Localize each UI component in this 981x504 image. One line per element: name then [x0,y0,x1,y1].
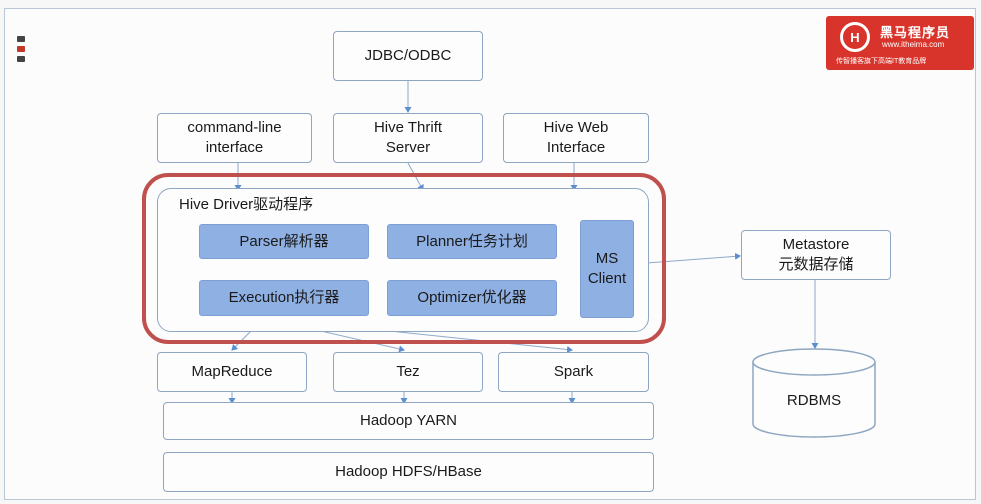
dot-icon [17,46,25,52]
mapreduce-box: MapReduce [157,352,307,392]
hadoop-hdfs-hbase-box: Hadoop HDFS/HBase [163,452,654,492]
execution-component: Execution执行器 [199,280,369,316]
ms-client-component: MS Client [580,220,634,318]
rdbms-database-icon [752,348,876,438]
planner-component: Planner任务计划 [387,224,557,259]
spark-box: Spark [498,352,649,392]
horse-logo-icon: H [840,22,870,52]
brand-name: 黑马程序员 [880,25,951,40]
hive-thrift-server-box: Hive Thrift Server [333,113,483,163]
rdbms-label: RDBMS [786,392,842,409]
hadoop-yarn-box: Hadoop YARN [163,402,654,440]
brand-url: www.itheima.com [882,40,945,49]
jdbc-odbc-box: JDBC/ODBC [333,31,483,81]
arrow-msclient-metastore [633,252,741,265]
driver-highlight-frame [142,173,666,344]
parser-component: Parser解析器 [199,224,369,259]
brand-slogan: 传智播客旗下高端IT教育品牌 [836,58,927,65]
brand-logo: H 黑马程序员 www.itheima.com 传智播客旗下高端IT教育品牌 [826,16,974,70]
tez-box: Tez [333,352,483,392]
metastore-box: Metastore 元数据存储 [741,230,891,280]
hive-driver-title: Hive Driver驱动程序 [179,196,314,213]
command-line-interface-box: command-line interface [157,113,312,163]
optimizer-component: Optimizer优化器 [387,280,557,316]
dot-icon [17,36,25,42]
dot-icon [17,56,25,62]
hive-web-interface-box: Hive Web Interface [503,113,649,163]
